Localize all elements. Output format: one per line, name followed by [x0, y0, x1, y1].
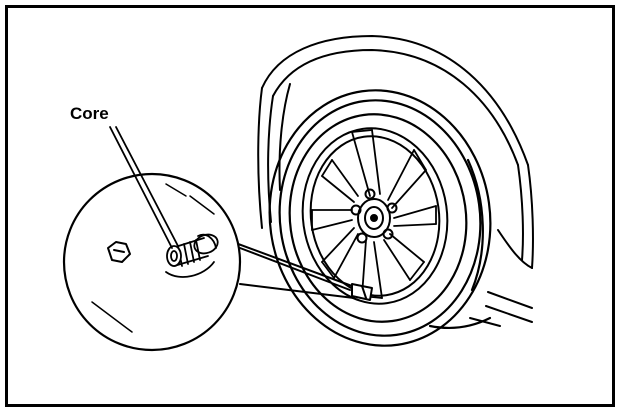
callout-leader-line — [109, 126, 179, 249]
tire — [268, 89, 492, 347]
core-callout-label: Core — [70, 104, 109, 123]
valve-cap-icon — [107, 241, 131, 263]
detail-magnifier — [62, 172, 242, 352]
car-fender — [257, 35, 534, 269]
wheel-hub — [350, 188, 398, 244]
wheel-spokes — [311, 129, 437, 299]
magnifier-connector — [221, 237, 355, 299]
car-rocker-panel — [469, 291, 533, 327]
valve-stem — [351, 283, 373, 301]
